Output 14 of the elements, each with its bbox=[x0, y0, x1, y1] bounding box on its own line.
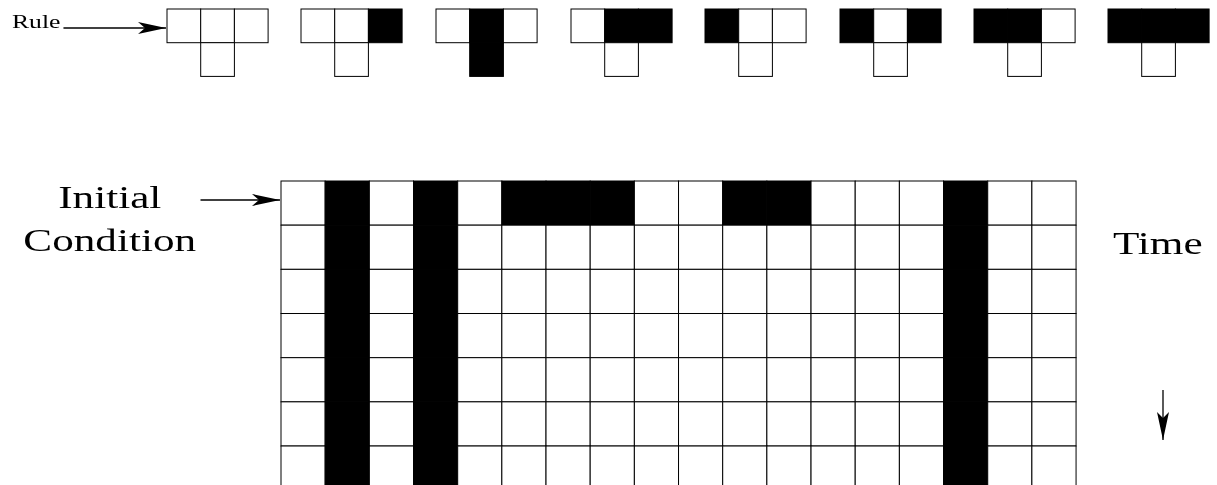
axis-label: Time bbox=[1113, 224, 1203, 263]
rule-pattern-drawing bbox=[570, 8, 674, 78]
arrow bbox=[62, 22, 167, 34]
rule-pattern-drawing bbox=[166, 8, 270, 78]
text-label: Initial Condition bbox=[22, 176, 198, 263]
rule-pattern-drawing bbox=[704, 8, 808, 78]
rule-pattern-drawing bbox=[300, 8, 404, 78]
text-label: Rule bbox=[12, 9, 61, 35]
rule-pattern-drawing bbox=[435, 8, 539, 78]
arrow bbox=[199, 194, 281, 206]
rule-pattern-drawing bbox=[973, 8, 1077, 78]
rule-pattern-drawing bbox=[839, 8, 943, 78]
rule-pattern-drawing bbox=[1107, 8, 1211, 78]
cellular-automaton-grid bbox=[280, 180, 1078, 485]
